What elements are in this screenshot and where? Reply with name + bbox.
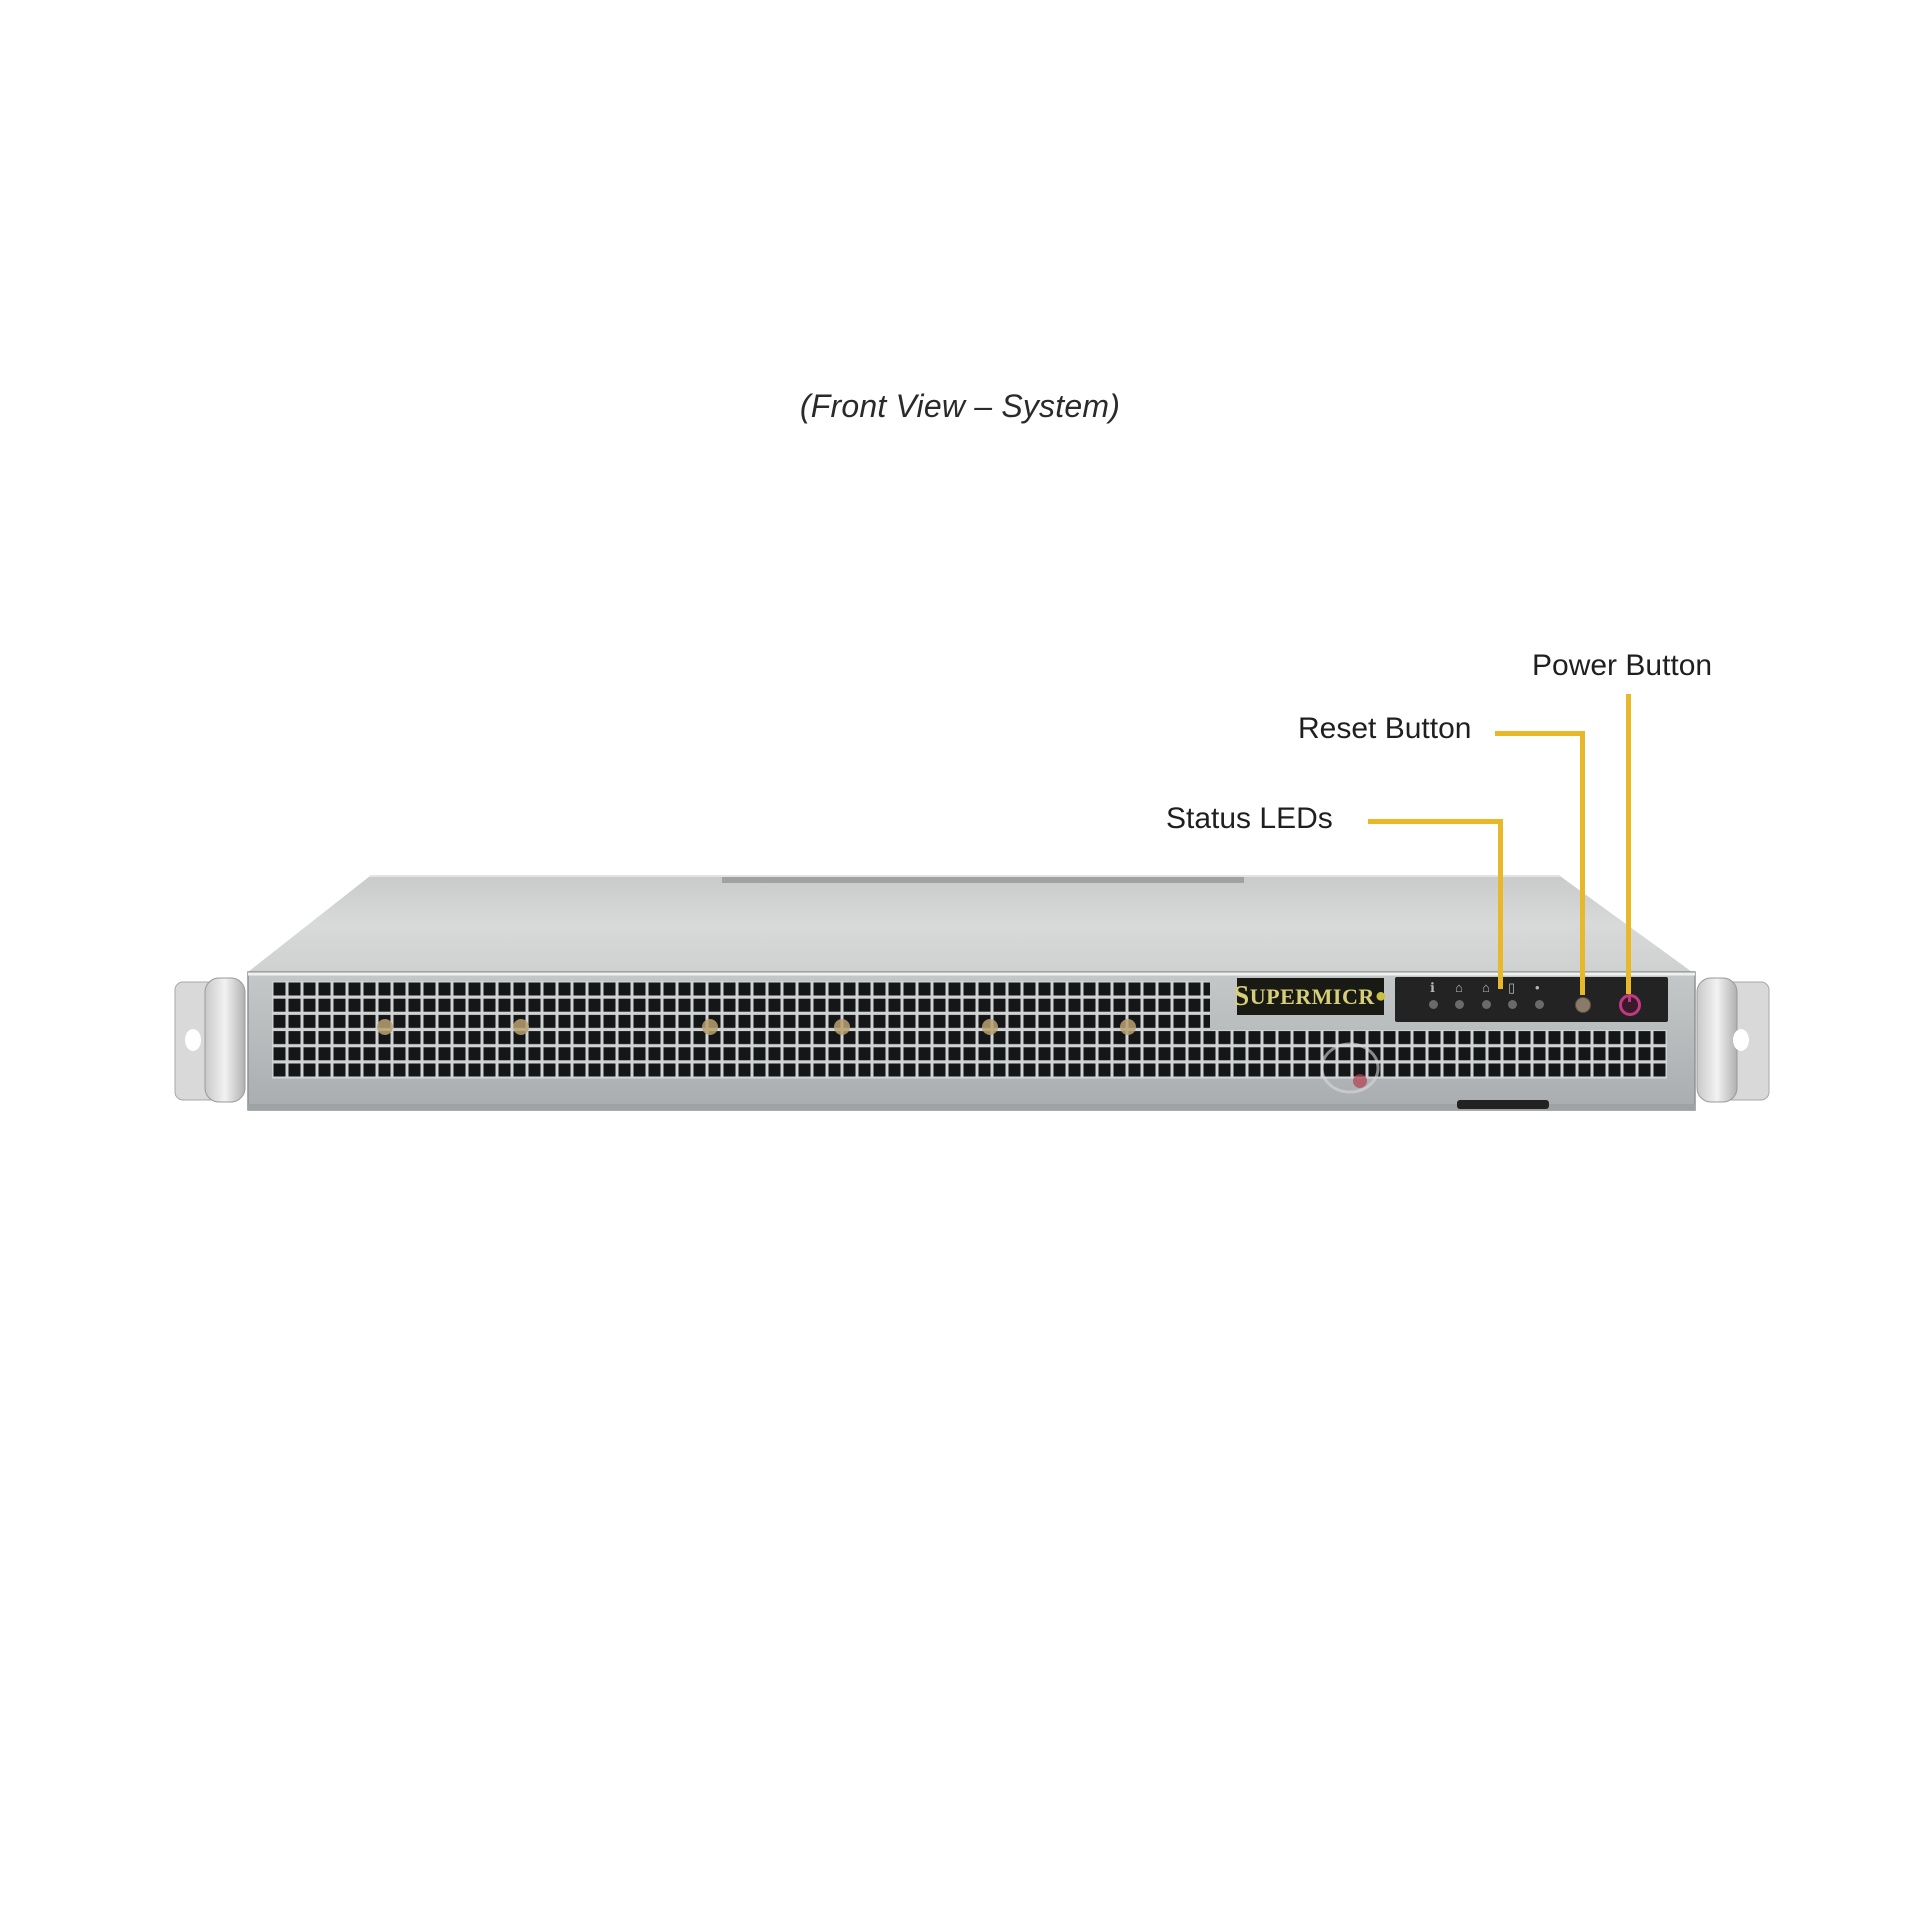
reset-button-label: Reset Button	[1298, 712, 1472, 745]
hdd-icon: ▯	[1508, 980, 1516, 995]
nic1-icon: ⌂	[1455, 980, 1463, 995]
left-rack-ear	[174, 977, 246, 1103]
front-grill-lower	[272, 1030, 1667, 1079]
power-led-icon: •	[1535, 980, 1540, 995]
status-led-hdd	[1508, 1000, 1517, 1009]
nic2-icon: ⌂	[1482, 980, 1490, 995]
right-rack-ear	[1696, 977, 1770, 1103]
brand-dot-icon: ●	[1374, 985, 1388, 1007]
top-vent-strip	[722, 877, 1244, 883]
bottom-pull-tab	[1457, 1100, 1549, 1109]
brand-rest: UPERMICR	[1249, 983, 1375, 1009]
status-led-info	[1429, 1000, 1438, 1009]
fan-hubs	[377, 1019, 1136, 1035]
status-led-power	[1535, 1000, 1544, 1009]
power-button[interactable]	[1619, 993, 1641, 1016]
status-leds-leader-h	[1368, 819, 1503, 824]
status-led-nic2	[1482, 1000, 1491, 1009]
figure-caption: (Front View – System)	[799, 388, 1121, 424]
reset-button[interactable]	[1575, 997, 1591, 1013]
power-button-leader	[1626, 694, 1631, 994]
power-button-label: Power Button	[1532, 649, 1713, 682]
info-icon: ℹ	[1430, 980, 1435, 995]
status-led-nic1	[1455, 1000, 1464, 1009]
chassis-top-lid	[248, 876, 1692, 972]
reset-button-leader-h	[1495, 731, 1584, 736]
reset-button-leader-v	[1580, 731, 1585, 995]
status-leds-leader-v	[1498, 819, 1503, 989]
brand-initial: S	[1233, 980, 1250, 1012]
status-leds-label: Status LEDs	[1166, 802, 1333, 835]
